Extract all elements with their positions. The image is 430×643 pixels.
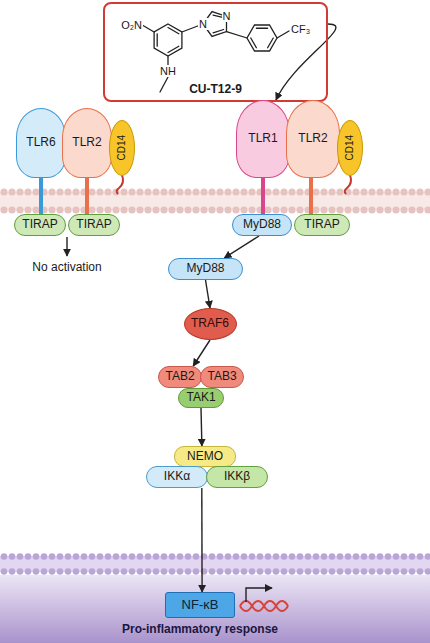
- atom-label: N: [198, 18, 208, 30]
- node-label: TAK1: [186, 391, 215, 405]
- adaptor-myd88: MyD88: [168, 258, 243, 280]
- compound-box: CU-T12-9: [103, 2, 328, 102]
- receptor-tlr2: TLR2: [62, 108, 112, 178]
- adaptor-myd88: MyD88: [232, 214, 292, 236]
- node-label: NF-κB: [182, 598, 219, 613]
- node-label: NEMO: [187, 450, 223, 464]
- node-label: TLR2: [72, 136, 101, 150]
- inactive-arrow: [66, 237, 67, 256]
- atom-label: CF₃: [290, 23, 311, 35]
- tab2-protein: TAB2: [158, 366, 202, 388]
- adaptor-tirap: TIRAP: [294, 214, 350, 236]
- receptor-tlr6: TLR6: [16, 108, 66, 178]
- node-label: IKKβ: [224, 470, 250, 484]
- node-label: CD14: [344, 135, 356, 161]
- signal-arrow: [201, 488, 203, 592]
- outcome-note: No activation: [31, 261, 102, 274]
- tak1-protein: TAK1: [178, 388, 224, 408]
- node-label: TLR6: [26, 136, 55, 150]
- node-label: TIRAP: [22, 218, 57, 232]
- signal-arrow: [224, 236, 259, 258]
- atom-label: O₂N: [120, 19, 143, 31]
- chemical-structure: [143, 12, 289, 92]
- atom-label: N: [222, 10, 232, 22]
- cell-membrane: [0, 188, 430, 214]
- node-label: IKKα: [164, 470, 190, 484]
- ikk-beta: IKKβ: [206, 466, 268, 488]
- node-label: MyD88: [186, 262, 224, 276]
- node-label: TAB2: [165, 370, 194, 384]
- nemo-protein: NEMO: [174, 446, 236, 467]
- node-label: MyD88: [243, 218, 281, 232]
- node-label: CD14: [116, 135, 128, 161]
- signal-arrow: [193, 340, 210, 366]
- nfkb-box: NF-κB: [165, 592, 235, 618]
- transcription-arrow: [246, 588, 272, 602]
- node-label: TAB3: [207, 370, 236, 384]
- node-label: TLR2: [298, 132, 327, 146]
- node-label: TLR1: [248, 132, 277, 146]
- signal-arrow: [200, 408, 202, 446]
- receptor-tlr2: TLR2: [286, 100, 340, 178]
- receptor-tlr1: TLR1: [236, 100, 290, 178]
- node-label: TIRAP: [76, 218, 111, 232]
- outcome-note: Pro-inflammatory response: [121, 623, 279, 636]
- tab3-protein: TAB3: [200, 366, 244, 388]
- receptor-stems: [41, 176, 311, 215]
- adaptor-tirap: TIRAP: [68, 214, 120, 236]
- adaptor-tirap: TIRAP: [14, 214, 66, 236]
- atom-label: NH: [159, 65, 177, 77]
- dna-strand: [240, 601, 288, 611]
- ikk-alpha: IKKα: [146, 466, 208, 488]
- node-label: CU-T12-9: [189, 83, 242, 97]
- coreceptor-cd14: CD14: [109, 120, 135, 176]
- nucleus: [0, 553, 430, 643]
- traf6-oval: TRAF6: [184, 308, 237, 340]
- node-label: TIRAP: [304, 218, 339, 232]
- node-label: TRAF6: [191, 317, 229, 331]
- coreceptor-cd14: CD14: [337, 120, 363, 176]
- signal-arrow: [206, 280, 211, 308]
